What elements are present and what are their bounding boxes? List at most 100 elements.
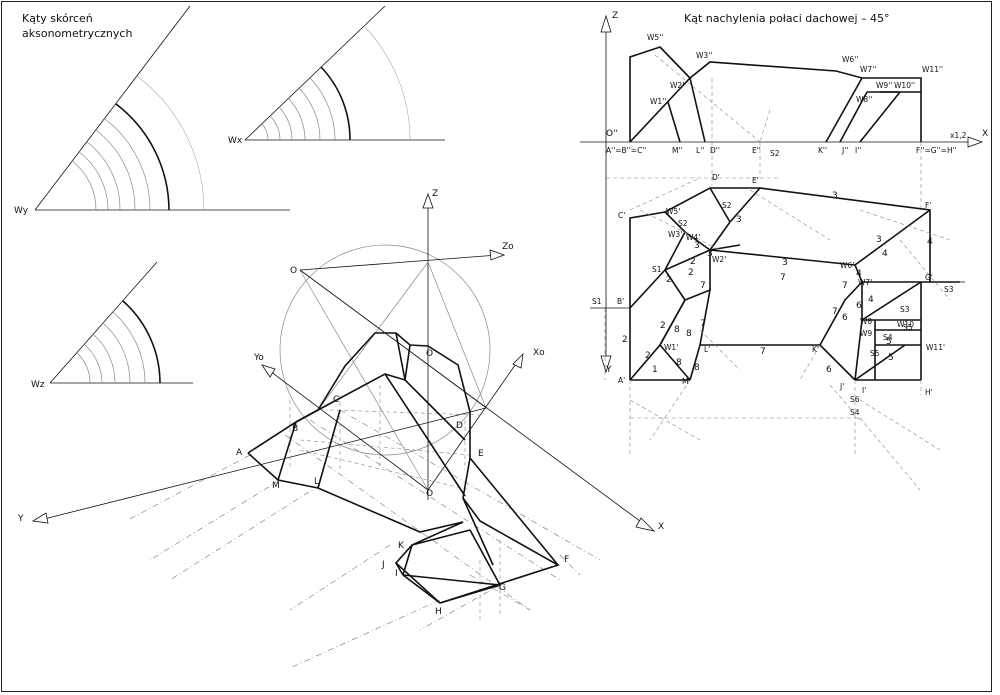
face-number: 8 (674, 325, 680, 335)
front-label-i: I'' (855, 146, 861, 155)
plan-view (590, 142, 965, 491)
point-f: F (564, 555, 569, 565)
plan-point-i: I' (862, 386, 866, 395)
axis-xo-label: Xo (533, 348, 545, 358)
point-j: J (381, 560, 385, 570)
front-label-e: E'' (752, 146, 761, 155)
point-a: A (236, 448, 243, 458)
plan-w8: W8 (860, 317, 872, 326)
plan-face-numbers: 1 2 2 2 2 2 2 3 3 3 3 3 3 4 4 4 4 5 5 6 … (622, 191, 933, 375)
origin-o-upper: O (290, 266, 297, 276)
section-s5-a: S5 (870, 349, 880, 358)
plan-point-b: B' (617, 297, 624, 306)
axis-yo-label: Yo (253, 353, 264, 363)
face-number: 7 (780, 273, 786, 283)
face-number: 6 (842, 313, 848, 323)
face-number: 5 (888, 353, 894, 363)
section-s1-inner: S1 (652, 265, 662, 274)
face-number: 2 (690, 257, 696, 267)
plan-w5: W5' (666, 207, 680, 216)
section-s1-left: S1 (592, 297, 602, 306)
point-c: C (333, 395, 339, 405)
angle-wx: Wx (228, 5, 445, 146)
face-number: 3 (707, 249, 713, 259)
point-m: M (272, 481, 280, 491)
face-number: 3 (736, 215, 742, 225)
face-number: 6 (856, 301, 862, 311)
face-number: 4 (856, 269, 862, 279)
face-number: 4 (927, 237, 933, 247)
angle-wz: Wz (31, 261, 193, 390)
orthographic-title: Kąt nachylenia połaci dachowej – 45° (684, 12, 890, 25)
axis-z-label: Z (432, 189, 438, 199)
face-number: 2 (660, 321, 666, 331)
point-e: E (478, 449, 484, 459)
plan-point-k: K' (812, 345, 819, 354)
plan-point-e: E' (752, 176, 759, 185)
front-w8: W8'' (856, 95, 872, 104)
plan-point-g: G' (925, 273, 933, 282)
face-number: 5 (886, 337, 892, 347)
axonometric-panel: Z Zo O Yo Xo Y X O O (17, 189, 664, 669)
face-number: 8 (676, 358, 682, 368)
face-number: 2 (645, 351, 651, 361)
plan-point-j: J' (839, 382, 844, 391)
plan-w7: W7' (858, 278, 872, 287)
plan-point-f: F' (925, 201, 931, 210)
face-number: 7 (760, 347, 766, 357)
point-d: D (456, 421, 463, 431)
plan-w6: W6' (840, 261, 854, 270)
section-s2-inner: S2 (678, 219, 688, 228)
origin-o-mid: O (426, 349, 433, 359)
plan-w11: W11' (926, 343, 945, 352)
front-w10: W10'' (894, 81, 915, 90)
angle-wy: Wy (14, 5, 290, 216)
face-number: 7 (842, 281, 848, 291)
front-label-fgh: F''=G''=H'' (916, 146, 957, 155)
front-w1: W1'' (650, 97, 666, 106)
ortho-origin: O'' (606, 129, 618, 139)
face-number: 1 (652, 365, 658, 375)
front-w11: W11'' (922, 65, 943, 74)
front-w2: W2'' (670, 81, 686, 90)
label-wz: Wz (31, 380, 45, 390)
front-label-l: L'' (696, 146, 704, 155)
face-number: 4 (882, 249, 888, 259)
axis-y-label: Y (17, 514, 24, 524)
front-label-k: K'' (818, 146, 827, 155)
ortho-axis-z: Z (612, 11, 618, 21)
front-label-j: J'' (841, 146, 848, 155)
face-number: 4 (868, 295, 874, 305)
shortening-title-line2: aksonometrycznych (22, 27, 132, 40)
face-number: 2 (688, 268, 694, 278)
point-b: B (292, 424, 298, 434)
point-k: K (398, 541, 405, 551)
front-w3: W3'' (696, 51, 712, 60)
face-number: 3 (782, 258, 788, 268)
section-s4-upper: S4 (883, 333, 893, 342)
point-g: G (499, 583, 506, 593)
face-number: 3 (832, 191, 838, 201)
front-w6: W6'' (842, 55, 858, 64)
point-i: I (395, 569, 398, 579)
face-number: 8 (694, 363, 700, 373)
shortening-angles-panel: Kąty skórceń aksonometrycznych Wy (14, 5, 445, 390)
axonometric-roof (247, 332, 560, 604)
front-w7: W7'' (860, 65, 876, 74)
front-label-s2: S2 (770, 149, 780, 158)
plan-point-m: M' (682, 377, 691, 386)
section-s5-b: S5 (903, 323, 913, 332)
face-number: 6 (826, 365, 832, 375)
axonometric-projection-lines (127, 385, 601, 669)
face-number: 7 (832, 307, 838, 317)
plan-w3: W3' (668, 230, 682, 239)
label-wx: Wx (228, 136, 243, 146)
face-number: 7 (700, 319, 706, 329)
construction-circle (279, 244, 491, 456)
ortho-axis-x12: x1,2 (950, 131, 967, 140)
section-s3-right: S3 (944, 285, 954, 294)
face-number: 7 (700, 281, 706, 291)
plan-w9: W9 (860, 329, 872, 338)
